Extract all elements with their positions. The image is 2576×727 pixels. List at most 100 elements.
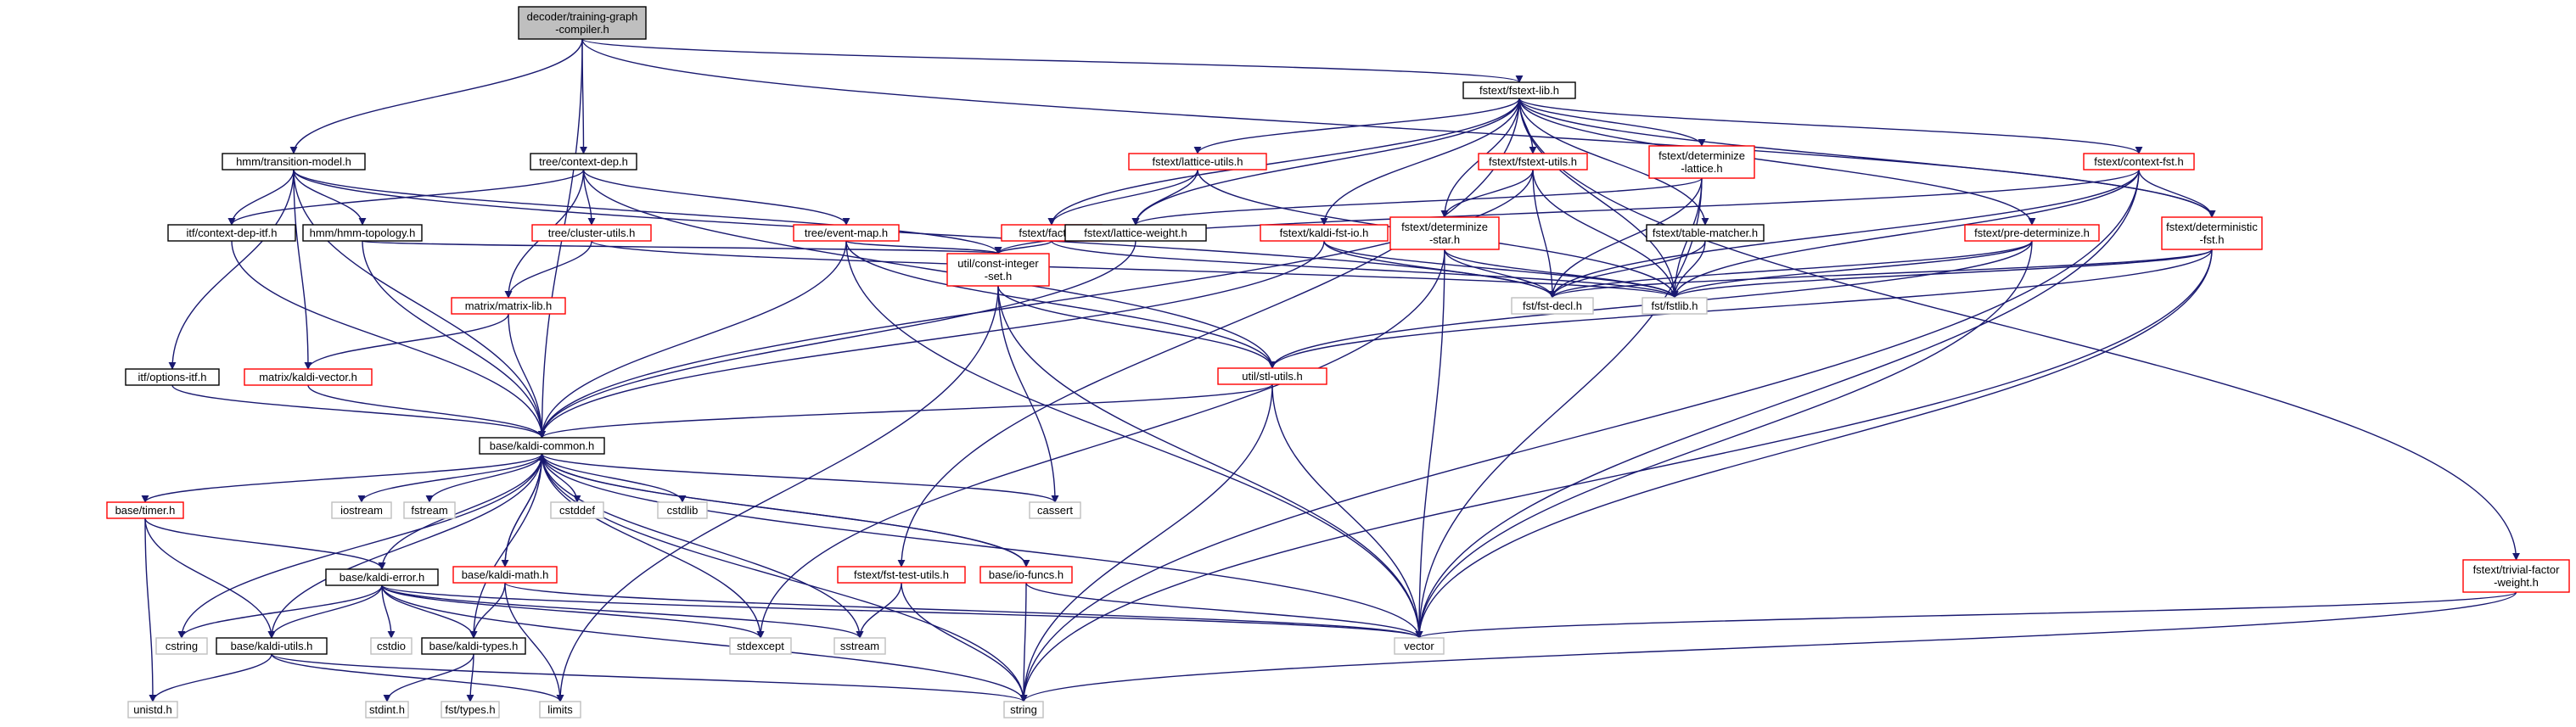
edge-fst-dfst-to-vector	[1415, 249, 2213, 639]
node-fst-dfst[interactable]: fstext/deterministic-fst.h	[2161, 216, 2263, 250]
edge-fst-lw-to-base-kc	[538, 240, 1136, 439]
node-base-io[interactable]: base/io-funcs.h	[979, 566, 1073, 584]
edge-tree-cd-to-tree-em	[582, 169, 850, 226]
node-tree-cd[interactable]: tree/context-dep.h	[530, 153, 637, 171]
edge-base-kc-to-base-ke	[378, 453, 543, 570]
node-label: base/kaldi-math.h	[462, 568, 549, 581]
node-label: fstext/fst-test-utils.h	[854, 568, 949, 581]
node-fst-lu[interactable]: fstext/lattice-utils.h	[1128, 153, 1267, 171]
node-fst-cf[interactable]: fstext/context-fst.h	[2083, 153, 2195, 171]
edge-base-kc-to-cassert	[541, 453, 1059, 503]
node-limits[interactable]: limits	[539, 701, 581, 719]
node-label: fst/fst-decl.h	[1523, 299, 1582, 312]
node-vector[interactable]: vector	[1394, 637, 1445, 655]
edge-tree-em-to-util-stl	[845, 240, 1277, 369]
node-itf-opt[interactable]: itf/options-itf.h	[125, 368, 220, 386]
node-label: hmm/transition-model.h	[236, 155, 351, 168]
node-box	[1029, 501, 1081, 519]
node-fst-tm[interactable]: fstext/table-matcher.h	[1646, 224, 1765, 242]
node-tree-cu[interactable]: tree/cluster-utils.h	[531, 224, 652, 242]
node-hmm-topo[interactable]: hmm/hmm-topology.h	[302, 224, 423, 242]
edge-base-kc-to-cstdlib	[541, 453, 687, 503]
node-label: fstext/determinize	[1658, 149, 1745, 162]
nodes-layer: decoder/training-graph-compiler.h fstext/…	[106, 6, 2570, 719]
edge-hmm-tm-to-itf-cdi	[227, 169, 295, 226]
node-fstlib[interactable]: fst/fstlib.h	[1642, 297, 1708, 315]
node-cassert[interactable]: cassert	[1029, 501, 1081, 519]
node-cstdio[interactable]: cstdio	[370, 637, 412, 655]
node-label: unistd.h	[133, 703, 172, 716]
node-label: fstext/fstext-utils.h	[1489, 155, 1577, 168]
node-tree-em[interactable]: tree/event-map.h	[793, 224, 900, 242]
edge-tree-em-to-util-cis	[845, 240, 1002, 254]
node-fst-tfw[interactable]: fstext/trivial-factor-weight.h	[2462, 559, 2570, 593]
node-hmm-tm[interactable]: hmm/transition-model.h	[222, 153, 366, 171]
node-label: base/kaldi-common.h	[490, 439, 595, 452]
node-util-cis[interactable]: util/const-integer-set.h	[946, 253, 1050, 287]
node-base-ke[interactable]: base/kaldi-error.h	[325, 568, 439, 586]
edge-root-to-hmm-tm	[289, 38, 583, 154]
node-box	[1462, 81, 1576, 99]
node-base-kc[interactable]: base/kaldi-common.h	[479, 437, 605, 455]
node-fstext-lib[interactable]: fstext/fstext-lib.h	[1462, 81, 1576, 99]
node-box	[167, 224, 296, 242]
node-fst-lw[interactable]: fstext/lattice-weight.h	[1064, 224, 1207, 242]
node-fst-ds[interactable]: fstext/determinize-star.h	[1389, 216, 1500, 250]
edge-fst-pd-to-vector	[1415, 240, 2033, 639]
edge-tree-cu-to-mat-lib	[504, 240, 592, 299]
node-mat-lib[interactable]: matrix/matrix-lib.h	[451, 297, 566, 315]
node-fst-decl[interactable]: fst/fst-decl.h	[1511, 297, 1594, 315]
node-label: fstext/pre-determinize.h	[1974, 226, 2090, 239]
node-base-kt[interactable]: base/kaldi-types.h	[421, 637, 526, 655]
node-stdexcept[interactable]: stdexcept	[729, 637, 792, 655]
edge-base-km-to-limits	[504, 582, 564, 702]
node-unistd[interactable]: unistd.h	[127, 701, 178, 719]
node-base-ku[interactable]: base/kaldi-utils.h	[216, 637, 328, 655]
node-box	[1511, 297, 1594, 315]
node-cstring[interactable]: cstring	[155, 637, 208, 655]
edge-fst-fu-to-fst-decl	[1532, 169, 1557, 299]
node-label: -set.h	[985, 270, 1013, 282]
node-itf-cdi[interactable]: itf/context-dep-itf.h	[167, 224, 296, 242]
node-cstdlib[interactable]: cstdlib	[657, 501, 708, 519]
node-fst-pd[interactable]: fstext/pre-determinize.h	[1964, 224, 2100, 242]
node-box	[793, 224, 900, 242]
node-fst-types[interactable]: fst/types.h	[441, 701, 500, 719]
node-box	[325, 568, 439, 586]
node-box	[222, 153, 366, 171]
node-box	[216, 637, 328, 655]
edge-fst-ds-to-fstlib	[1444, 249, 1679, 299]
edge-fst-kfi-to-fst-decl	[1323, 240, 1557, 299]
node-fst-ftu[interactable]: fstext/fst-test-utils.h	[837, 566, 966, 584]
node-label: cassert	[1037, 504, 1073, 517]
node-stdint[interactable]: stdint.h	[365, 701, 409, 719]
node-label: decoder/training-graph	[527, 10, 638, 23]
node-cstddef[interactable]: cstddef	[550, 501, 604, 519]
node-fstream[interactable]: fstream	[403, 501, 456, 519]
node-box	[1217, 367, 1327, 385]
edge-base-ke-to-stdexcept	[381, 584, 765, 639]
node-string[interactable]: string	[1003, 701, 1044, 719]
node-base-timer[interactable]: base/timer.h	[106, 501, 184, 519]
node-fst-fu[interactable]: fstext/fstext-utils.h	[1478, 153, 1588, 171]
edge-base-ke-to-sstream	[381, 584, 864, 639]
edge-fst-cf-to-vector	[1415, 169, 2140, 639]
edge-hmm-topo-to-util-cis	[362, 240, 1002, 254]
node-sstream[interactable]: sstream	[833, 637, 886, 655]
edge-fst-ftu-to-sstream	[856, 582, 902, 639]
node-fst-dl[interactable]: fstext/determinize-lattice.h	[1648, 145, 1755, 179]
edge-hmm-tm-to-mat-kv	[293, 169, 312, 370]
node-label: sstream	[840, 640, 879, 652]
node-util-stl[interactable]: util/stl-utils.h	[1217, 367, 1327, 385]
node-fst-kfi[interactable]: fstext/kaldi-fst-io.h	[1260, 224, 1389, 242]
node-label: fstext/table-matcher.h	[1653, 226, 1758, 239]
node-box	[302, 224, 423, 242]
node-iostream[interactable]: iostream	[331, 501, 392, 519]
node-root[interactable]: decoder/training-graph-compiler.h	[518, 6, 647, 40]
node-box	[1478, 153, 1588, 171]
node-box	[518, 6, 647, 40]
edge-fstext-lib-to-fst-factor	[1047, 98, 1520, 226]
node-mat-kv[interactable]: matrix/kaldi-vector.h	[244, 368, 373, 386]
node-box	[946, 253, 1050, 287]
node-base-km[interactable]: base/kaldi-math.h	[452, 566, 558, 584]
